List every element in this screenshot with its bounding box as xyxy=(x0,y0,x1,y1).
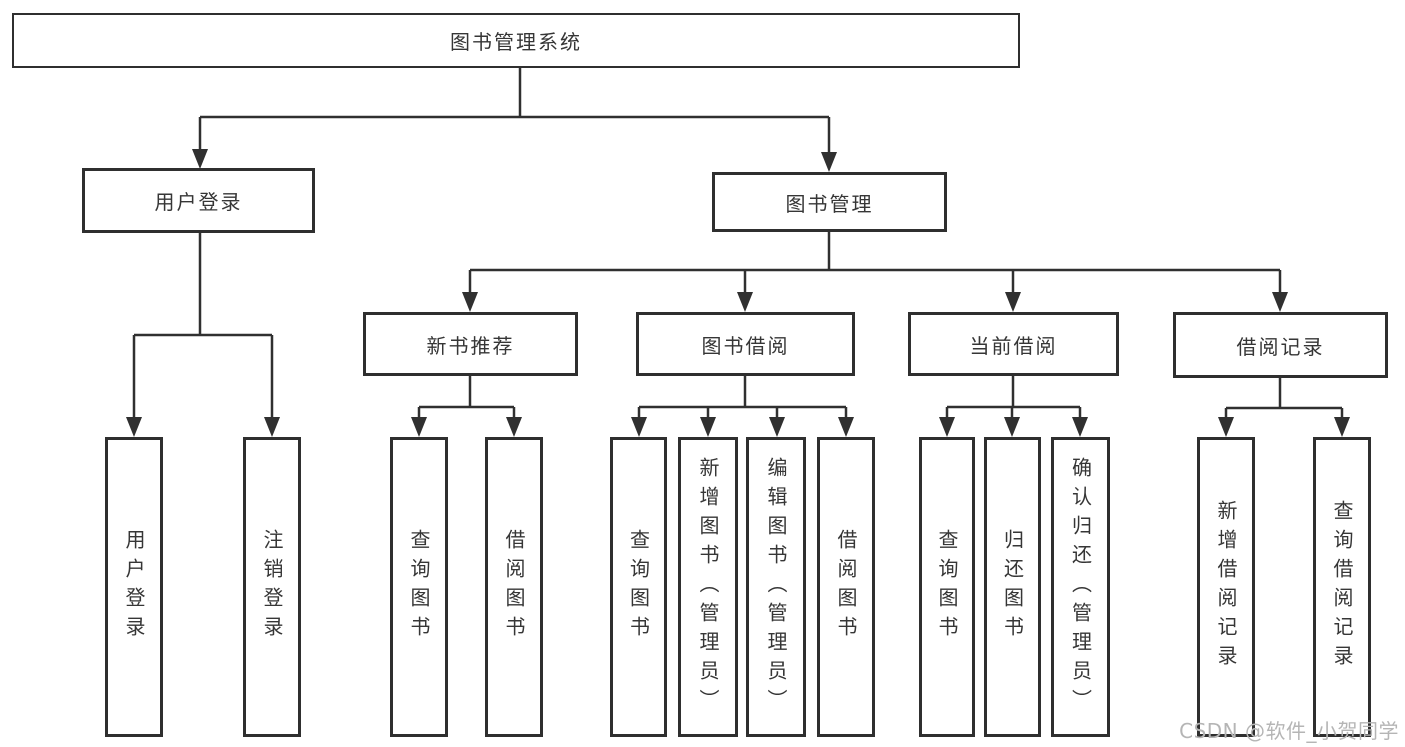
leaf-logout-label: 注销登录 xyxy=(260,529,284,645)
leaf-user-login: 用户登录 xyxy=(105,437,163,737)
leaf-add-book-admin: 新增图书（管理员） xyxy=(678,437,738,737)
leaf-logout: 注销登录 xyxy=(243,437,301,737)
node-book-borrow-label: 图书借阅 xyxy=(701,333,790,358)
node-current-borrow-label: 当前借阅 xyxy=(969,333,1058,358)
leaf-current-query-book-label: 查询图书 xyxy=(935,529,959,645)
leaf-add-borrow-record-label: 新增借阅记录 xyxy=(1214,500,1238,674)
leaf-confirm-return-admin: 确认归还（管理员） xyxy=(1051,437,1110,737)
node-library-system: 图书管理系统 xyxy=(12,13,1020,68)
leaf-recommend-borrow-book: 借阅图书 xyxy=(485,437,543,737)
node-user-login-label: 用户登录 xyxy=(154,190,243,214)
leaf-current-query-book: 查询图书 xyxy=(919,437,975,737)
leaf-borrow-book-label: 借阅图书 xyxy=(834,529,858,645)
arrowheads xyxy=(126,149,1350,437)
leaf-edit-book-admin: 编辑图书（管理员） xyxy=(746,437,806,737)
node-new-book-recommend: 新书推荐 xyxy=(363,312,578,376)
leaf-borrow-book: 借阅图书 xyxy=(817,437,875,737)
leaf-return-book: 归还图书 xyxy=(984,437,1041,737)
leaf-query-borrow-record-label: 查询借阅记录 xyxy=(1330,500,1354,674)
node-user-login: 用户登录 xyxy=(82,168,315,233)
node-library-system-label: 图书管理系统 xyxy=(450,30,582,54)
leaf-borrow-query-book-label: 查询图书 xyxy=(626,529,651,645)
node-borrow-record-label: 借阅记录 xyxy=(1236,334,1325,359)
leaf-recommend-query-book-label: 查询图书 xyxy=(407,529,431,645)
leaf-add-book-admin-label: 新增图书（管理员） xyxy=(696,456,720,718)
leaf-borrow-query-book: 查询图书 xyxy=(610,437,667,737)
leaf-confirm-return-admin-label: 确认归还（管理员） xyxy=(1068,456,1093,718)
leaf-user-login-label: 用户登录 xyxy=(122,529,146,645)
leaf-return-book-label: 归还图书 xyxy=(1000,529,1025,645)
node-new-book-recommend-label: 新书推荐 xyxy=(426,333,515,358)
leaf-edit-book-admin-label: 编辑图书（管理员） xyxy=(764,456,788,718)
node-book-borrow: 图书借阅 xyxy=(636,312,855,376)
leaf-add-borrow-record: 新增借阅记录 xyxy=(1197,437,1255,737)
node-book-management-label: 图书管理 xyxy=(785,191,874,216)
leaf-recommend-borrow-book-label: 借阅图书 xyxy=(502,529,526,645)
node-borrow-record: 借阅记录 xyxy=(1173,312,1388,378)
leaf-query-borrow-record: 查询借阅记录 xyxy=(1313,437,1371,737)
csdn-watermark: CSDN @软件_小贺同学 xyxy=(1179,719,1399,743)
node-current-borrow: 当前借阅 xyxy=(908,312,1119,376)
leaf-recommend-query-book: 查询图书 xyxy=(390,437,448,737)
node-book-management: 图书管理 xyxy=(712,172,947,232)
